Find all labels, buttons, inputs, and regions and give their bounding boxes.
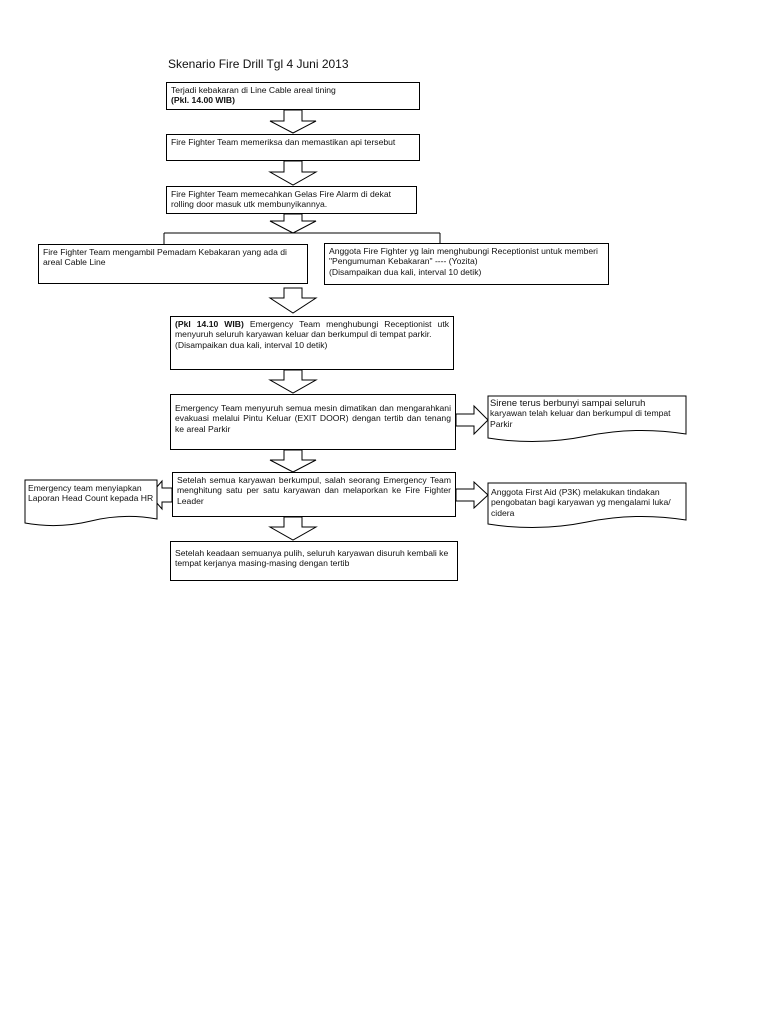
sirene-note-line-1: Sirene terus berbunyi sampai seluruh bbox=[490, 397, 646, 408]
down-arrow-5 bbox=[268, 369, 318, 394]
down-arrow-7 bbox=[268, 516, 318, 541]
step-1-fire-occurs: Terjadi kebakaran di Line Cable areal ti… bbox=[166, 82, 420, 110]
down-arrow-6 bbox=[269, 449, 317, 473]
step-4-right-text: Anggota Fire Fighter yg lain menghubungi… bbox=[329, 246, 598, 267]
step-5-body: (Pkl 14.10 WIB) Emergency Team menghubun… bbox=[175, 319, 449, 340]
step-4-receptionist-announcement: Anggota Fire Fighter yg lain menghubungi… bbox=[324, 243, 609, 285]
right-arrow-2 bbox=[455, 480, 489, 510]
down-arrow-4 bbox=[268, 287, 318, 314]
step-5-interval: (Disampaikan dua kali, interval 10 detik… bbox=[175, 339, 328, 350]
first-aid-text: Anggota First Aid (P3K) melakukan tindak… bbox=[491, 487, 671, 518]
step-8-return-to-work: Setelah keadaan semuanya pulih, seluruh … bbox=[170, 541, 458, 581]
down-arrow-1 bbox=[269, 109, 317, 134]
step-5-text: Emergency Team menghubungi Receptionist … bbox=[175, 319, 449, 340]
step-7-text: Setelah semua karyawan berkumpul, salah … bbox=[177, 475, 451, 506]
step-1-text: Terjadi kebakaran di Line Cable areal ti… bbox=[171, 85, 336, 95]
step-6-text: Emergency Team menyuruh semua mesin dima… bbox=[175, 403, 451, 434]
right-arrow-1 bbox=[455, 404, 489, 436]
down-arrow-3 bbox=[269, 213, 317, 234]
step-8-text: Setelah keadaan semuanya pulih, seluruh … bbox=[175, 548, 449, 569]
step-2-inspect-fire: Fire Fighter Team memeriksa dan memastik… bbox=[166, 134, 420, 161]
step-1-time: (Pkl. 14.00 WIB) bbox=[171, 95, 235, 106]
first-aid-note: Anggota First Aid (P3K) melakukan tindak… bbox=[491, 487, 683, 518]
step-3-trigger-alarm: Fire Fighter Team memecahkan Gelas Fire … bbox=[166, 186, 417, 214]
doc-shape-sirene bbox=[487, 395, 687, 443]
sirene-note-line-2: karyawan telah keluar dan berkumpul di t… bbox=[490, 408, 671, 429]
step-5-emergency-team-call: (Pkl 14.10 WIB) Emergency Team menghubun… bbox=[170, 316, 454, 370]
diagram-title: Skenario Fire Drill Tgl 4 Juni 2013 bbox=[168, 57, 349, 71]
step-3-text: Fire Fighter Team memecahkan Gelas Fire … bbox=[171, 189, 392, 210]
head-count-report-text: Emergency team menyiapkan Laporan Head C… bbox=[28, 483, 154, 504]
step-4-right-interval: (Disampaikan dua kali, interval 10 detik… bbox=[329, 266, 482, 277]
step-6-evacuation: Emergency Team menyuruh semua mesin dima… bbox=[170, 394, 456, 450]
down-arrow-2 bbox=[268, 160, 318, 186]
doc-shape-first-aid bbox=[487, 482, 687, 529]
step-4-left-text: Fire Fighter Team mengambil Pemadam Keba… bbox=[43, 247, 287, 268]
head-count-report-note: Emergency team menyiapkan Laporan Head C… bbox=[28, 483, 156, 504]
doc-shape-headcount bbox=[24, 479, 158, 527]
sirene-note: Sirene terus berbunyi sampai seluruh kar… bbox=[490, 397, 684, 429]
step-2-text: Fire Fighter Team memeriksa dan memastik… bbox=[171, 137, 396, 147]
step-4-extinguisher: Fire Fighter Team mengambil Pemadam Keba… bbox=[38, 244, 308, 284]
step-7-head-count: Setelah semua karyawan berkumpul, salah … bbox=[172, 472, 456, 517]
step-5-time: (Pkl 14.10 WIB) bbox=[175, 319, 244, 329]
